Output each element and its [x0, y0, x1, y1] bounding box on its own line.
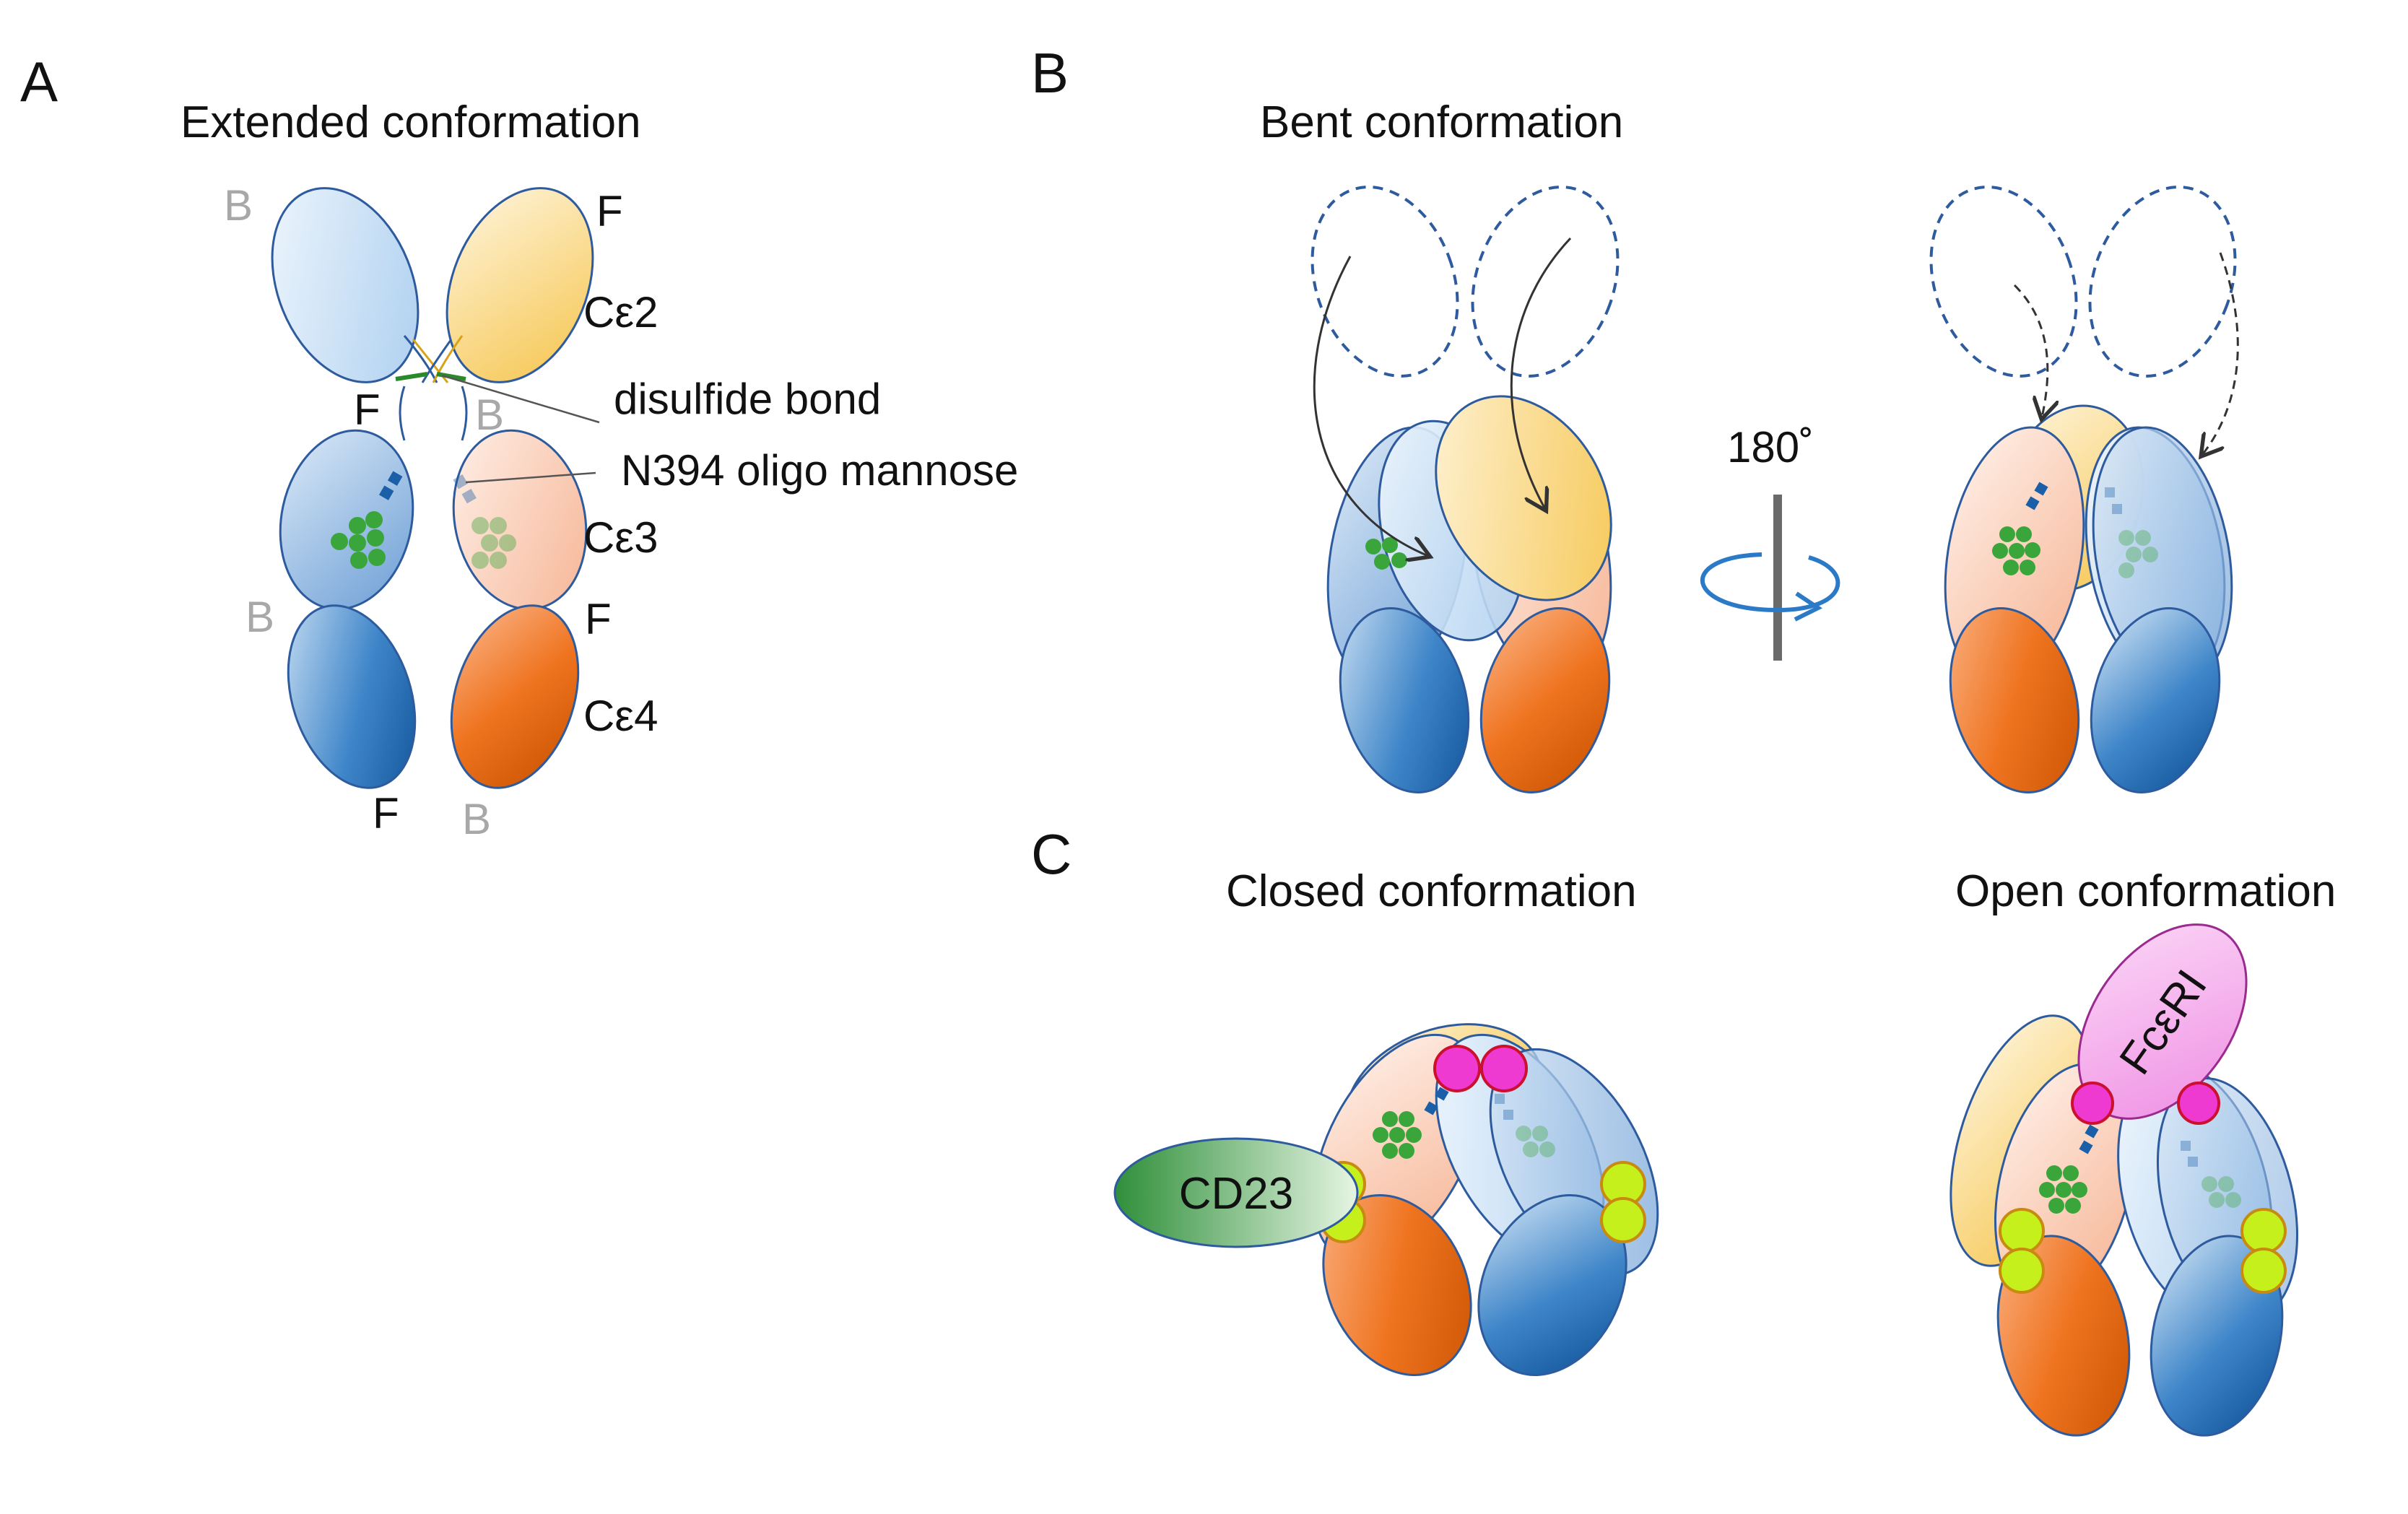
label-f-mid: F: [354, 386, 381, 434]
ce2-domain-left: [271, 187, 420, 383]
label-b-bottom: B: [462, 795, 491, 843]
bent-model-right: [1929, 186, 2239, 793]
open-lime-site-4: [2240, 1248, 2287, 1294]
panel-b-letter: B: [1031, 41, 1069, 105]
fceri-site-1: [1433, 1045, 1481, 1092]
label-ce4: Cε4: [583, 692, 658, 740]
closed-title: Closed conformation: [1226, 866, 1637, 916]
open-model: FcεRI: [1950, 923, 2299, 1437]
dashed-ce2-right-view-left: [1929, 186, 2078, 378]
cd23-site-4: [1600, 1197, 1646, 1243]
open-magenta-site-2: [2177, 1082, 2220, 1125]
ce4-domain-right: [450, 604, 580, 789]
label-f-low: F: [585, 595, 612, 643]
bent-model-left: [1311, 186, 1620, 793]
panel-b-title: Bent conformation: [1260, 97, 1623, 147]
fceri-site-2: [1480, 1045, 1528, 1092]
linker-left: [399, 386, 406, 441]
panel-b: B Bent conformation 180˚: [1031, 41, 2239, 793]
ce3-domain-right: [452, 429, 588, 611]
label-disulfide-bond: disulfide bond: [614, 375, 881, 423]
panel-a-title: Extended conformation: [181, 97, 641, 147]
linker-right: [461, 386, 468, 441]
open-lime-site-2: [1999, 1248, 2045, 1294]
label-b-top: B: [224, 181, 253, 230]
label-b-mid: B: [475, 391, 504, 439]
open-lime-site-3: [2240, 1208, 2287, 1254]
label-b-low: B: [245, 593, 274, 641]
ce2-domain-right: [445, 187, 594, 383]
glycan-right: [453, 474, 516, 569]
ce4-domain-left: [287, 604, 417, 789]
label-n394: N394 oligo mannose: [621, 446, 1018, 495]
arrow-right-1: [2013, 284, 2048, 417]
open-lime-site-1: [1999, 1208, 2045, 1254]
arrow-left-2: [1510, 237, 1572, 509]
disulfide-bond-lines: [395, 335, 466, 383]
panel-c-letter: C: [1031, 822, 1072, 886]
label-ce2: Cε2: [583, 288, 658, 336]
open-magenta-site-1: [2071, 1082, 2114, 1125]
arrow-left-1: [1313, 256, 1428, 556]
label-ce3: Cε3: [583, 513, 658, 562]
dashed-ce2-right: [1471, 186, 1620, 378]
panel-a-letter: A: [20, 50, 58, 113]
arrow-right-2: [2202, 252, 2239, 455]
rotation-label: 180˚: [1727, 423, 1814, 471]
glycan-left: [331, 471, 403, 569]
label-f-bottom: F: [373, 789, 399, 838]
cd23-receptor: [1113, 1137, 1359, 1248]
dashed-ce2-right-view-right: [2088, 186, 2237, 378]
n394-leader-line: [465, 471, 596, 484]
ce3-domain-left: [279, 429, 414, 611]
open-title: Open conformation: [1955, 866, 2336, 916]
panel-a: A Extended conformation: [20, 50, 1018, 843]
disulfide-leader-line: [441, 374, 600, 424]
closed-model: CD23: [1113, 1023, 1659, 1376]
label-f-top: F: [596, 187, 623, 235]
dashed-ce2-left: [1311, 186, 1459, 378]
cd23-label: CD23: [1179, 1169, 1294, 1219]
rotation-symbol: 180˚: [1700, 423, 1840, 661]
panel-c: C Closed conformation Open conformation: [1031, 822, 2336, 1437]
